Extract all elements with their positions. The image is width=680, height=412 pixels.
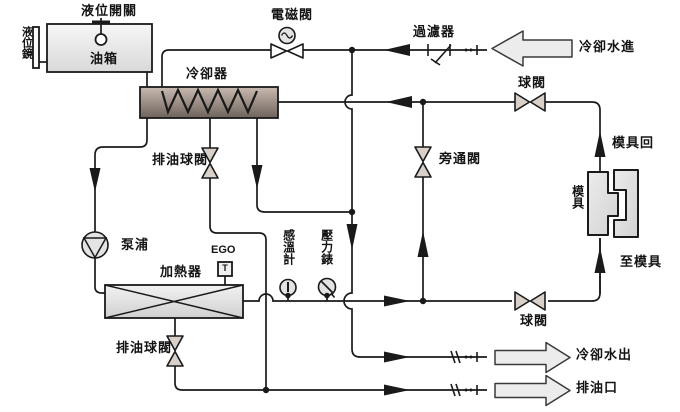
cooler xyxy=(139,86,279,119)
bypass-valve-icon xyxy=(414,146,432,178)
label-mold: 模具 xyxy=(570,185,585,209)
label-heater-drain-valve: 排油球閥 xyxy=(116,340,173,355)
pipe-oil-drain xyxy=(174,318,487,391)
oil-drain-arrow xyxy=(494,374,571,407)
solenoid-valve-icon xyxy=(270,26,304,59)
pipe-cooler-drain xyxy=(209,118,267,390)
oil-tank xyxy=(32,18,153,73)
arrow-right-water-out xyxy=(384,351,410,363)
arrow-right-heater-out xyxy=(384,295,410,307)
label-mold-return: 模具回 xyxy=(612,135,655,150)
arrow-up-to-mold xyxy=(594,247,606,273)
oil-tank-body xyxy=(46,23,153,73)
pipe-coil-riser xyxy=(161,49,271,91)
pipe-cooler-to-pump xyxy=(94,118,148,232)
arrow-down-to-pump xyxy=(89,168,101,192)
level-gauge-glass xyxy=(32,26,40,69)
cooling-water-out-arrow xyxy=(494,341,571,374)
cooler-coil-icon xyxy=(160,87,259,116)
label-pump: 泵浦 xyxy=(121,237,150,252)
cooling-water-in-arrow xyxy=(491,30,573,67)
label-bypass-valve: 旁通閥 xyxy=(439,151,482,166)
label-temperature-gauge: 感溫計 xyxy=(281,229,296,265)
label-oil-tank: 油箱 xyxy=(90,51,119,66)
heater xyxy=(104,261,244,319)
heater-x-icon xyxy=(104,284,244,319)
flow-arrows xyxy=(89,44,606,396)
label-oil-drain: 排油口 xyxy=(576,380,619,395)
pipe-coil-out xyxy=(256,91,352,213)
label-cooler-drain-valve: 排油球閥 xyxy=(152,152,209,167)
label-ego: EGO xyxy=(211,244,236,256)
label-cooling-water-in: 冷卻水進 xyxy=(579,39,636,54)
label-pressure-gauge: 壓力錶 xyxy=(319,229,334,265)
arrow-down-coil-out xyxy=(251,165,263,189)
label-cooler: 冷卻器 xyxy=(186,66,229,81)
junction-dots xyxy=(262,46,427,394)
filter-icon xyxy=(427,44,478,66)
arrow-down-water-out xyxy=(346,224,358,250)
pipe-break-marks xyxy=(450,350,478,397)
ball-valve-bottom-icon xyxy=(514,291,546,311)
label-level-switch: 液位開關 xyxy=(81,3,138,18)
label-cooling-water-out: 冷卻水出 xyxy=(576,347,633,362)
arrow-left-mold-return xyxy=(386,96,412,108)
label-level-gauge: 液位鏡 xyxy=(20,26,33,59)
pipe-water-out xyxy=(343,50,487,358)
heater-drain-valve-icon xyxy=(166,335,184,367)
label-to-mold: 至模具 xyxy=(620,254,663,269)
arrow-up-bypass xyxy=(417,231,429,257)
cooler-drain-valve-icon xyxy=(201,147,219,179)
mold-icon xyxy=(587,169,639,294)
pipe-pump-to-heater xyxy=(94,258,105,294)
label-ego-sensor: T xyxy=(222,263,228,274)
arrow-left-water-in xyxy=(384,44,410,56)
arrow-up-mold-return xyxy=(594,131,606,157)
label-ball-valve-top: 球閥 xyxy=(518,75,547,90)
label-solenoid-valve: 電磁閥 xyxy=(271,7,314,22)
pump-icon xyxy=(81,231,109,260)
label-heater: 加熱器 xyxy=(160,264,203,279)
label-filter: 過濾器 xyxy=(413,24,456,39)
ball-valve-top-icon xyxy=(514,92,546,112)
label-ball-valve-bottom: 球閥 xyxy=(520,313,549,328)
level-switch-float-icon xyxy=(94,33,108,46)
arrow-right-oil-drain xyxy=(384,384,410,396)
